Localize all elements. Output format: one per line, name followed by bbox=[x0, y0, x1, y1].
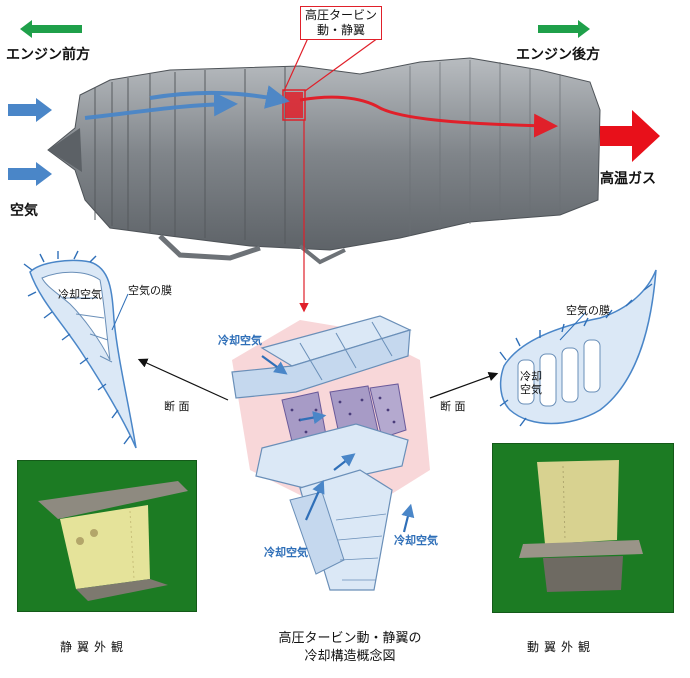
main-title-line1: 高圧タービン動・静翼の bbox=[278, 631, 422, 646]
rotor-cooling-air-label: 冷却 空気 bbox=[520, 370, 542, 396]
hot-gas-exit-arrow bbox=[600, 110, 660, 162]
stator-air-film-label: 空気の膜 bbox=[128, 284, 172, 297]
turbine-title-box: 高圧タービン 動・静翼 bbox=[300, 6, 383, 40]
internal-air-flow bbox=[84, 85, 290, 120]
section-right-label: 断 面 bbox=[440, 400, 466, 413]
stator-exterior-caption: 静翼外観 bbox=[60, 640, 129, 654]
center-cooling-air-right-label: 冷却空気 bbox=[394, 534, 438, 547]
rotor-exterior-caption: 動翼外観 bbox=[527, 640, 596, 654]
nose-cone bbox=[48, 128, 82, 172]
hot-gas-label: 高温ガス bbox=[600, 171, 656, 187]
section-left-label: 断 面 bbox=[164, 400, 190, 413]
engine-rear-label: エンジン後方 bbox=[516, 47, 600, 63]
turbine-callout-lines bbox=[283, 37, 379, 313]
pointer-to-stator-section bbox=[137, 358, 229, 401]
rotor-cooling-air-label-2: 空気 bbox=[520, 383, 542, 396]
internal-hot-gas-flow bbox=[299, 95, 558, 138]
hot-section-marker bbox=[285, 92, 303, 118]
air-inflow-arrow-top bbox=[8, 98, 52, 122]
rotor-cooling-air-label-1: 冷却 bbox=[520, 370, 542, 383]
engine-front-label: エンジン前方 bbox=[6, 47, 90, 63]
engine-front-arrow bbox=[20, 20, 82, 38]
engine-illustration bbox=[47, 57, 601, 265]
stator-photo-graphic bbox=[38, 481, 188, 601]
air-inflow-arrows bbox=[8, 98, 52, 186]
turbine-title-line1: 高圧タービン bbox=[305, 8, 378, 22]
main-title: 高圧タービン動・静翼の 冷却構造概念図 bbox=[260, 630, 440, 666]
rotor-cross-section bbox=[499, 269, 657, 427]
air-inflow-arrow-bottom bbox=[8, 162, 52, 186]
stator-cross-section bbox=[23, 250, 137, 449]
air-label: 空気 bbox=[10, 203, 38, 219]
rotor-photo bbox=[492, 443, 674, 613]
stator-photo bbox=[17, 460, 197, 612]
rotor-photo-graphic bbox=[519, 460, 643, 592]
engine-rear-arrow bbox=[538, 20, 590, 38]
turbine-title-line2: 動・静翼 bbox=[317, 23, 366, 37]
rotor-air-film-label: 空気の膜 bbox=[566, 304, 610, 317]
pointer-to-rotor-section bbox=[429, 371, 499, 399]
center-cooling-air-top-label: 冷却空気 bbox=[218, 334, 262, 347]
center-cooling-air-bottom-label: 冷却空気 bbox=[264, 546, 308, 559]
main-title-line2: 冷却構造概念図 bbox=[304, 649, 396, 664]
cooling-structure-diagram bbox=[231, 315, 430, 591]
stator-cooling-air-label: 冷却空気 bbox=[58, 288, 102, 301]
